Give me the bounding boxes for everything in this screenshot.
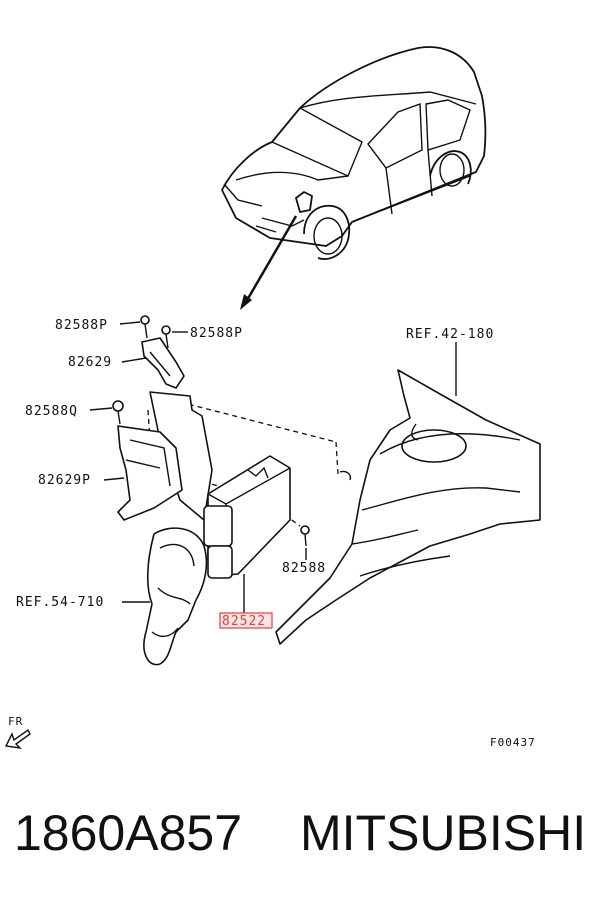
- label-bolt-82588: 82588: [282, 561, 326, 576]
- label-ref-42-180: REF.42-180: [406, 327, 494, 342]
- upper-bracket: [141, 337, 185, 389]
- lower-bracket: [117, 425, 183, 521]
- ecu-label-highlight: [219, 612, 273, 629]
- front-arrow-icon: [4, 728, 31, 749]
- part-number: 1860A857: [14, 805, 243, 861]
- label-ref-54-710: REF.54-710: [16, 595, 104, 610]
- bolt-icon: [140, 315, 150, 339]
- label-bracket-82629p: 82629P: [38, 473, 91, 488]
- location-arrow: [240, 215, 298, 310]
- bolt-icon: [112, 400, 124, 425]
- figure-code: F00437: [490, 736, 536, 749]
- bolt-icon: [300, 525, 310, 547]
- brand-name: MITSUBISHI: [300, 805, 587, 861]
- label-bolt-82588p-left: 82588P: [55, 318, 108, 333]
- label-bolt-82588p-right: 82588P: [190, 326, 243, 341]
- label-bracket-82629: 82629: [68, 355, 112, 370]
- floor-panel: [275, 369, 541, 645]
- leader-lines: [89, 321, 457, 614]
- front-indicator-label: FR: [8, 715, 23, 728]
- bolt-icon: [161, 325, 171, 349]
- label-ecu-82522[interactable]: 82522: [222, 614, 266, 629]
- vehicle-illustration: [221, 46, 487, 260]
- part-footer: 1860A857 MITSUBISHI: [0, 790, 600, 890]
- ecu-module: [203, 455, 291, 579]
- parts-diagram: 82588P 82588P 82629 82588Q 82629P REF.42…: [4, 46, 541, 749]
- label-bolt-82588q: 82588Q: [25, 404, 78, 419]
- intake-duct: [143, 527, 208, 666]
